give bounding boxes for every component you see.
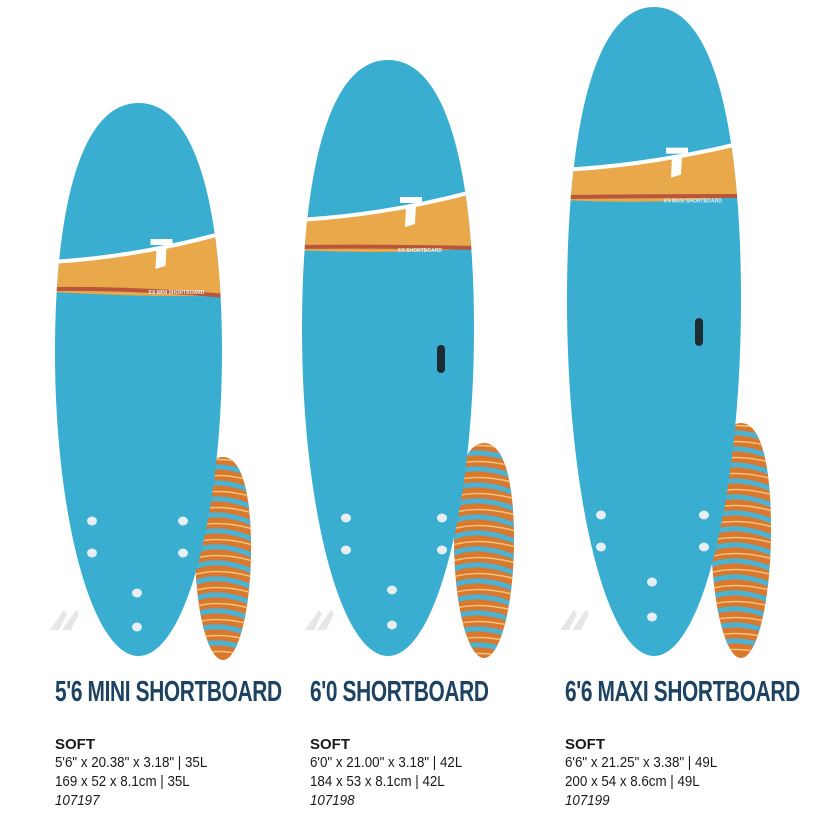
fin-plug-icon	[596, 542, 606, 552]
handle-icon	[695, 318, 703, 346]
brand-logo-icon	[155, 246, 167, 269]
fin-plug-icon	[132, 588, 142, 598]
deck-stripe	[454, 530, 514, 546]
fin-plug-icon	[437, 545, 447, 555]
product-title: 5'6 MINI SHORTBOARD	[55, 676, 282, 708]
fin-plug-icon	[699, 510, 709, 520]
board-band	[567, 140, 741, 202]
metric-dimensions: 184 x 53 x 8.1cm | 42L	[310, 774, 445, 790]
board-band	[55, 230, 222, 298]
fin-plug-icon	[596, 510, 606, 520]
product-maxi-shortboard: 6'6 MAXI SHORTBOARD SOFT 6'6" x 21.25" x…	[565, 676, 820, 811]
surfboard-1: 6'0 SHORTBOARD	[302, 60, 514, 658]
fin-plug-icon	[341, 513, 351, 523]
imperial-dimensions: 5'6" x 20.38" x 3.18" | 35L	[55, 755, 208, 771]
red-stripe	[302, 244, 474, 250]
deck-stripe	[454, 546, 514, 562]
surfboard-0: 5'6 MINI SHORTBOARD	[50, 103, 251, 660]
brand-logo-icon	[671, 154, 682, 178]
surfboard-illustrations: 5'6 MINI SHORTBOARD 6'0 SHORTBOARD 6'6 MAX…	[50, 7, 771, 660]
fin-plug-icon	[132, 622, 142, 632]
board-model-label: 6'6 MAXI SHORTBOARD	[664, 199, 722, 205]
fin-plug-icon	[87, 548, 97, 558]
deck-stripe	[454, 556, 514, 565]
fin-plug-icon	[178, 548, 188, 558]
product-shortboard: 6'0 SHORTBOARD SOFT 6'0" x 21.00" x 3.18…	[310, 676, 570, 811]
metric-dimensions: 200 x 54 x 8.6cm | 49L	[565, 774, 700, 790]
white-stripe	[55, 230, 222, 264]
fin-plug-icon	[178, 516, 188, 526]
imperial-dimensions: 6'0" x 21.00" x 3.18" | 42L	[310, 755, 463, 771]
fin-plug-icon	[647, 612, 657, 622]
orange-band	[55, 232, 222, 297]
metric-dimensions: 169 x 52 x 8.1cm | 35L	[55, 774, 190, 790]
construction-label: SOFT	[55, 736, 95, 753]
red-stripe	[55, 286, 222, 298]
imperial-dimensions: 6'6" x 21.25" x 3.38" | 49L	[565, 755, 718, 771]
fin-plug-icon	[647, 577, 657, 587]
fin-icon	[50, 610, 79, 630]
brand-logo-icon	[150, 239, 173, 245]
handle-icon	[437, 345, 445, 373]
construction-label: SOFT	[310, 736, 350, 753]
product-sku: 107198	[310, 793, 355, 809]
board-band	[302, 188, 474, 253]
brand-logo-icon	[666, 147, 688, 154]
orange-band	[567, 142, 741, 202]
fin-icon	[305, 610, 334, 630]
fin-plug-icon	[699, 542, 709, 552]
product-title: 6'6 MAXI SHORTBOARD	[565, 676, 800, 708]
fin-plug-icon	[387, 620, 397, 630]
deck-stripe	[454, 540, 514, 549]
white-stripe	[567, 140, 741, 172]
product-sku: 107197	[55, 793, 100, 809]
product-sku: 107199	[565, 793, 610, 809]
board-body	[302, 60, 474, 656]
fin-plug-icon	[341, 545, 351, 555]
red-stripe	[567, 194, 741, 199]
fin-plug-icon	[87, 516, 97, 526]
product-mini-shortboard: 5'6 MINI SHORTBOARD SOFT 5'6" x 20.38" x…	[55, 676, 315, 811]
orange-band	[302, 190, 474, 253]
fin-plug-icon	[387, 585, 397, 595]
brand-logo-icon	[400, 197, 422, 203]
fin-icon	[560, 610, 589, 630]
surfboard-2: 6'6 MAXI SHORTBOARD	[560, 7, 771, 658]
product-title: 6'0 SHORTBOARD	[310, 676, 489, 708]
white-stripe	[302, 188, 474, 222]
construction-label: SOFT	[565, 736, 605, 753]
board-model-label: 5'6 MINI SHORTBOARD	[149, 290, 205, 296]
brand-logo-icon	[405, 204, 416, 227]
fin-plug-icon	[437, 513, 447, 523]
board-model-label: 6'0 SHORTBOARD	[398, 248, 442, 254]
